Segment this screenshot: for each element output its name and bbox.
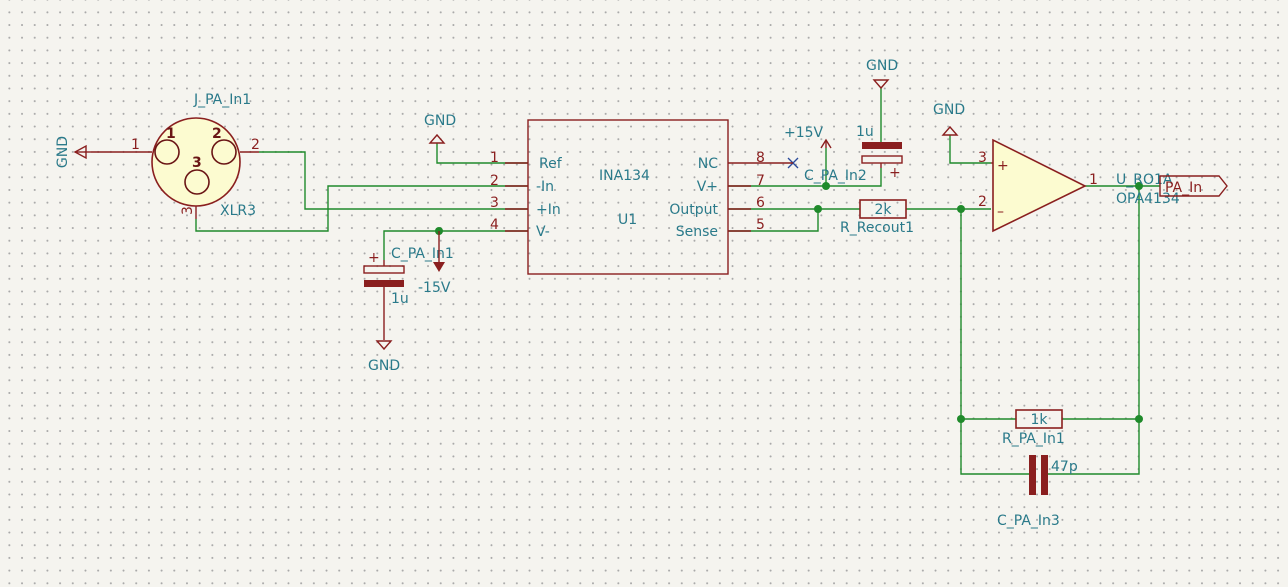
wires (195, 88, 1160, 475)
junction-dot (1135, 182, 1143, 190)
pin-number: 8 (756, 150, 765, 166)
pin-number: 4 (490, 217, 499, 233)
component-ref: R_PA_In1 (1002, 431, 1065, 447)
pin-name: Ref (539, 156, 563, 172)
xlr-pin-socket (211, 139, 237, 165)
power-label: -15V (418, 280, 451, 296)
capacitor-c-pa-in3[interactable]: 47p C_PA_In3 (997, 455, 1078, 529)
xlr-pin-socket (184, 169, 210, 195)
pin-number: 3 (490, 195, 499, 211)
pin-name: Sense (676, 224, 718, 240)
component-ref: C_PA_In3 (997, 513, 1060, 529)
xlr-connector[interactable]: GND 1 1 2 3 2 3 J_PA_In1 XLR3 (55, 92, 260, 219)
pin-name: NC (698, 156, 718, 172)
junction-dot (1135, 415, 1143, 423)
gnd-label: GND (933, 102, 965, 118)
polarity-label: + (889, 165, 901, 181)
power-neg[interactable]: -15V (418, 231, 451, 296)
pin-number: 3 (180, 206, 196, 215)
pin-number: 1 (1089, 172, 1098, 188)
power-label: +15V (784, 125, 824, 141)
component-value: 1u (391, 291, 409, 307)
pin-name: -In (536, 179, 554, 195)
junction-dots (435, 182, 1143, 423)
hierarchical-label-icon (1159, 175, 1228, 197)
pin-number: 2 (490, 173, 499, 189)
gnd-label: GND (424, 113, 456, 129)
opamp-u-ro1a[interactable]: GND + – 3 2 1 U_RO1A OPA4134 (933, 102, 1180, 233)
resistor-r-pa-in1[interactable]: 1k R_PA_In1 (1002, 409, 1065, 447)
chip-ref: U1 (618, 212, 637, 228)
pin-number: 6 (756, 195, 765, 211)
polarity-label: + (368, 250, 380, 266)
gnd-label: GND (55, 136, 71, 168)
pin-name: V- (536, 224, 550, 240)
component-ref: R_Recout1 (840, 220, 914, 236)
pin-name: V+ (697, 179, 718, 195)
opamp-minus-label: – (997, 204, 1004, 220)
junction-dot (957, 415, 965, 423)
net-label-pa-in[interactable]: PA_In (1159, 175, 1228, 197)
component-value: 1k (1030, 412, 1048, 428)
pin-number: 7 (756, 173, 765, 189)
pin-number: 3 (978, 150, 987, 166)
power-arrow-icon (433, 262, 445, 272)
component-ref: U_RO1A (1116, 172, 1173, 188)
capacitor-c-pa-in2[interactable]: GND 1u + C_PA_In2 (804, 58, 903, 184)
xlr-pin-label: 1 (166, 126, 176, 142)
pin-name: +In (536, 202, 561, 218)
component-value: OPA4134 (1116, 191, 1180, 207)
gnd-label: GND (368, 358, 400, 374)
gnd-symbol-ref[interactable]: GND (424, 113, 456, 144)
pin-number: 1 (490, 150, 499, 166)
junction-dot (822, 182, 830, 190)
component-ref: C_PA_In1 (391, 246, 454, 262)
component-ref: C_PA_In2 (804, 168, 867, 184)
pin-number: 2 (251, 137, 260, 153)
junction-dot (957, 205, 965, 213)
pin-number: 1 (131, 137, 140, 153)
resistor-r-recout1[interactable]: 2k R_Recout1 (840, 199, 914, 236)
pin-name: Output (669, 202, 718, 218)
power-pos[interactable]: +15V (784, 125, 832, 149)
capacitor-c-pa-in1[interactable]: + C_PA_In1 1u GND (363, 246, 454, 374)
opamp-plus-label: + (997, 158, 1009, 174)
gnd-label: GND (866, 58, 898, 74)
xlr-pin-label: 3 (192, 155, 202, 171)
ina134-chip[interactable]: 1 2 3 4 Ref -In +In V- INA134 U1 NC V+ O… (490, 119, 799, 275)
xlr-pin-label: 2 (212, 126, 222, 142)
pin-number: 5 (756, 217, 765, 233)
ground-symbol-icon (375, 340, 393, 351)
net-label-text: PA_In (1165, 180, 1202, 196)
component-value: 1u (856, 124, 874, 140)
ground-symbol-icon (872, 79, 890, 90)
ground-symbol-icon (428, 133, 446, 144)
component-ref: J_PA_In1 (193, 92, 251, 108)
pin-number: 2 (978, 194, 987, 210)
junction-dot (814, 205, 822, 213)
chip-name: INA134 (599, 168, 650, 184)
component-value: XLR3 (220, 203, 256, 219)
component-value: 2k (874, 202, 892, 218)
ground-symbol-icon (941, 125, 959, 136)
xlr-pin-socket (154, 139, 180, 165)
component-value: 47p (1051, 459, 1078, 475)
